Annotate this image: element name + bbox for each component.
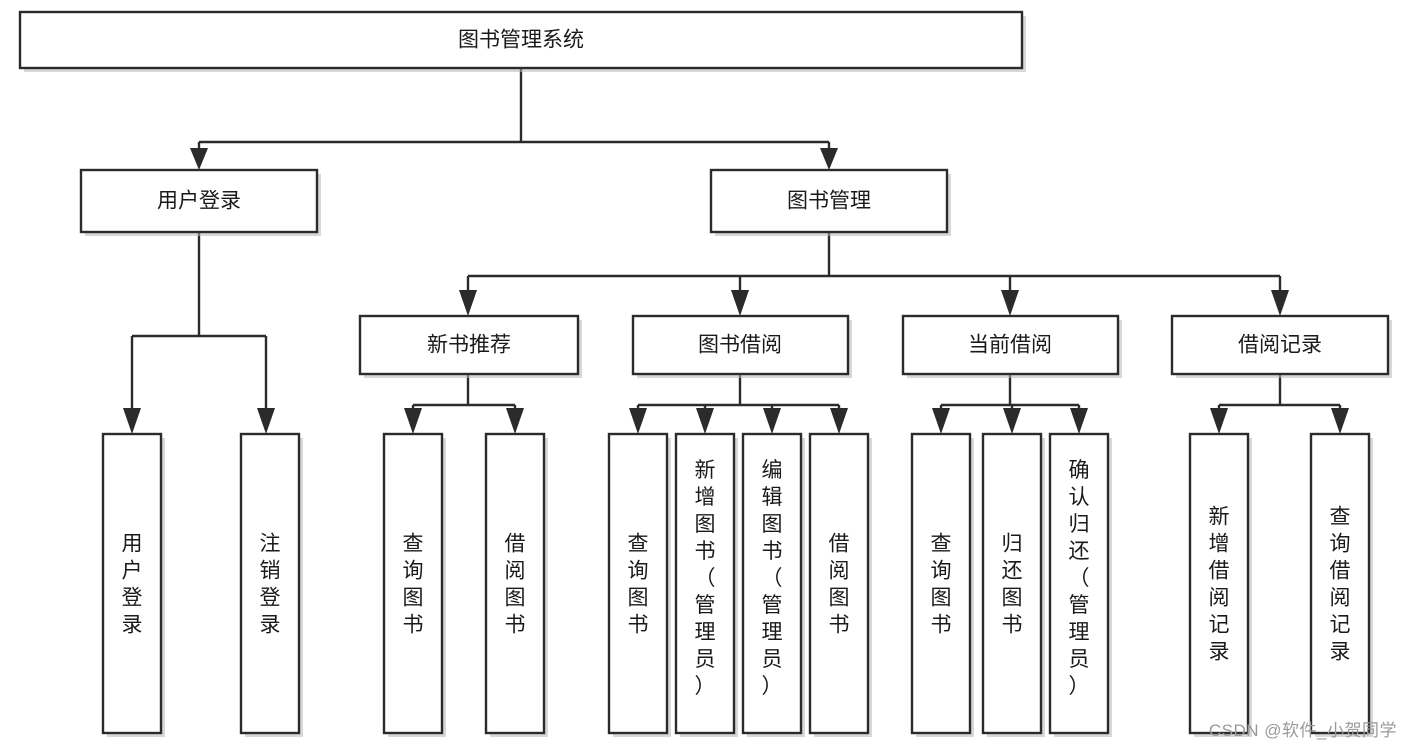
node-label-new-book-recommend: 新书推荐 — [427, 334, 511, 357]
node-rect — [358, 314, 580, 376]
connector-group-login — [123, 232, 275, 434]
arrow-head-icon — [123, 408, 141, 434]
node-label-leaf: 新增借阅记录 — [1209, 506, 1230, 664]
arrow-head-icon — [696, 408, 714, 434]
node-label-leaf: 借阅图书 — [505, 533, 526, 637]
node-label-leaf: 查询图书 — [403, 533, 424, 637]
node-new-book-recommend[interactable]: 新书推荐 — [358, 314, 582, 378]
watermark-text: CSDN @软件_小贺同学 — [1208, 721, 1397, 740]
node-user-login[interactable]: 用户登录 — [79, 168, 321, 236]
node-rect — [382, 432, 444, 735]
leaf-node-layer: 用户登录 注销登录 查询图书 借阅图书 查询图书 新增图书（管理员） 编辑图书（管理员） 借阅… — [101, 432, 1373, 737]
node-label-user-login: 用户登录 — [157, 190, 241, 213]
arrow-head-icon — [1003, 408, 1021, 434]
arrow-head-icon — [459, 290, 477, 316]
node-book-management[interactable]: 图书管理 — [709, 168, 951, 236]
node-rect — [674, 432, 736, 735]
node-leaf[interactable]: 借阅图书 — [808, 432, 872, 737]
connector-group-records — [1210, 374, 1349, 434]
node-label-leaf: 新增图书（管理员） — [695, 459, 716, 698]
node-rect — [79, 168, 319, 234]
arrow-head-icon — [1070, 408, 1088, 434]
node-label-leaf: 借阅图书 — [829, 533, 850, 637]
node-rect — [631, 314, 850, 376]
node-rect — [709, 168, 949, 234]
node-leaf[interactable]: 查询图书 — [607, 432, 671, 737]
node-leaf[interactable]: 借阅图书 — [484, 432, 548, 737]
node-rect — [18, 10, 1024, 70]
node-label-leaf: 确认归还（管理员） — [1069, 459, 1090, 698]
node-rect — [1188, 432, 1250, 735]
connector-group-root — [190, 68, 838, 170]
node-label-leaf: 归还图书 — [1002, 533, 1023, 637]
node-rect — [910, 432, 972, 735]
node-rect — [741, 432, 803, 735]
node-label-leaf: 用户登录 — [122, 533, 143, 637]
node-leaf[interactable]: 注销登录 — [239, 432, 303, 737]
arrow-head-icon — [257, 408, 275, 434]
node-rect — [239, 432, 301, 735]
node-label-book-borrow: 图书借阅 — [698, 334, 782, 357]
node-leaf[interactable]: 查询借阅记录 — [1309, 432, 1373, 737]
node-rect — [808, 432, 870, 735]
node-label-leaf: 编辑图书（管理员） — [762, 459, 783, 698]
node-rect — [1170, 314, 1390, 376]
arrow-head-icon — [404, 408, 422, 434]
node-leaf[interactable]: 归还图书 — [981, 432, 1045, 737]
node-label-borrow-records: 借阅记录 — [1238, 334, 1322, 357]
node-rect — [607, 432, 669, 735]
arrow-head-icon — [932, 408, 950, 434]
connector-group-bookmgmt — [459, 232, 1289, 316]
node-label-leaf: 查询图书 — [931, 533, 952, 637]
node-label-book-management: 图书管理 — [787, 190, 871, 213]
node-leaf[interactable]: 查询图书 — [910, 432, 974, 737]
node-rect — [1048, 432, 1110, 735]
arrow-head-icon — [763, 408, 781, 434]
node-rect — [1309, 432, 1371, 735]
node-label-leaf: 查询图书 — [628, 533, 649, 637]
node-label-leaf: 注销登录 — [260, 533, 281, 637]
connector-group-newbooks — [404, 374, 524, 434]
arrow-head-icon — [1271, 290, 1289, 316]
arrow-head-icon — [1331, 408, 1349, 434]
node-leaf[interactable]: 确认归还（管理员） — [1048, 432, 1112, 737]
arrow-head-icon — [820, 148, 838, 170]
node-rect — [981, 432, 1043, 735]
arrow-head-icon — [506, 408, 524, 434]
node-label-leaf: 查询借阅记录 — [1330, 506, 1351, 664]
node-root[interactable]: 图书管理系统 — [18, 10, 1026, 72]
node-label-root: 图书管理系统 — [458, 29, 584, 52]
node-rect — [484, 432, 546, 735]
node-leaf[interactable]: 用户登录 — [101, 432, 165, 737]
arrow-head-icon — [830, 408, 848, 434]
arrow-head-icon — [629, 408, 647, 434]
node-label-current-borrow: 当前借阅 — [968, 334, 1052, 357]
node-leaf[interactable]: 新增借阅记录 — [1188, 432, 1252, 737]
node-rect — [901, 314, 1120, 376]
node-borrow-records[interactable]: 借阅记录 — [1170, 314, 1392, 378]
node-book-borrow[interactable]: 图书借阅 — [631, 314, 852, 378]
connector-group-current — [932, 374, 1088, 434]
node-rect — [101, 432, 163, 735]
arrow-head-icon — [190, 148, 208, 170]
arrow-head-icon — [1001, 290, 1019, 316]
arrow-head-icon — [1210, 408, 1228, 434]
node-leaf[interactable]: 编辑图书（管理员） — [741, 432, 805, 737]
node-leaf[interactable]: 新增图书（管理员） — [674, 432, 738, 737]
node-current-borrow[interactable]: 当前借阅 — [901, 314, 1122, 378]
node-leaf[interactable]: 查询图书 — [382, 432, 446, 737]
connector-group-borrow — [629, 374, 848, 434]
arrow-head-icon — [731, 290, 749, 316]
